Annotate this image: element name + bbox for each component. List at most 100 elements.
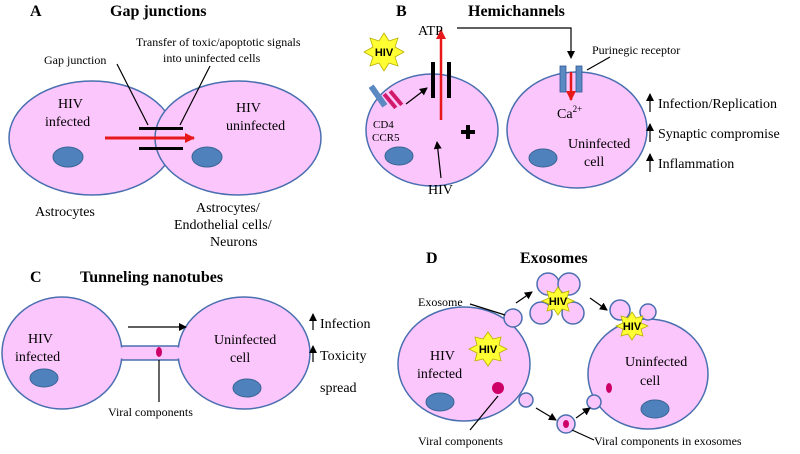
exosome-label: Exosome xyxy=(418,295,463,309)
panel-b-title: Hemichannels xyxy=(468,3,565,20)
exosome-release-arrow xyxy=(535,407,557,421)
panel-d-title: Exosomes xyxy=(520,250,588,267)
uninfected-cell-label-line2: cell xyxy=(584,155,604,170)
exosome-release-arrow xyxy=(515,291,533,304)
exosome xyxy=(609,299,631,321)
cell-types-label-line2: Endothelial cells/ xyxy=(174,218,272,233)
exosome xyxy=(557,272,581,296)
viral-components-pointer xyxy=(469,395,499,431)
effect-infection: Infection xyxy=(320,317,371,332)
exosome-uptake-arrow xyxy=(575,407,591,419)
hiv-pointer-arrow xyxy=(433,141,442,179)
cd4-label: CD4 xyxy=(373,119,394,131)
hemichannel-icon xyxy=(447,62,451,98)
panel-c-letter: C xyxy=(30,269,42,286)
infected-label-line2: infected xyxy=(15,350,60,365)
panel-a-title: Gap junctions xyxy=(110,3,206,20)
purinergic-receptor-icon xyxy=(575,65,583,93)
panel-c-title: Tunneling nanotubes xyxy=(80,269,223,286)
gap-junction-label: Gap junction xyxy=(44,53,106,67)
ccr5-receptor xyxy=(368,84,388,108)
hiv-virion-icon: HIV xyxy=(468,331,508,367)
hiv-virion-icon: HIV xyxy=(614,311,650,341)
effect-infection-replication: Infection/Replication xyxy=(658,97,777,112)
cell-types-label: Astrocytes/ xyxy=(196,201,260,216)
uninfected-label: Uninfected xyxy=(214,333,276,348)
calcium-label: Ca2+ xyxy=(557,104,582,122)
panel-a-letter: A xyxy=(30,3,42,20)
transfer-pointer xyxy=(179,65,211,126)
nucleus-icon xyxy=(640,399,670,419)
uninfected-label: HIV xyxy=(236,101,261,116)
nucleus-icon xyxy=(29,368,59,388)
purinergic-receptor-icon xyxy=(559,65,567,93)
effect-spread: spread xyxy=(320,381,357,396)
purinergic-label: Purinegic receptor xyxy=(592,43,680,57)
infected-label: HIV xyxy=(430,349,455,364)
nucleus-icon xyxy=(52,146,84,168)
plus-icon-vertical xyxy=(466,125,470,139)
binding-arrow xyxy=(405,87,428,105)
nanotube-lumen xyxy=(121,347,191,359)
infected-label-line2: infected xyxy=(45,115,90,130)
astrocytes-label: Astrocytes xyxy=(35,205,95,220)
ccr5-label: CCR5 xyxy=(372,132,400,144)
uninfected-label: Uninfected xyxy=(625,355,687,370)
viral-component-particle xyxy=(606,383,612,393)
uninfected-cell-label: Uninfected xyxy=(568,137,630,152)
exosome xyxy=(529,301,553,325)
exosome-uptake-arrow xyxy=(589,297,608,311)
nucleus-icon xyxy=(232,378,262,398)
nucleus-icon xyxy=(425,392,455,412)
hiv-badge-text: HIV xyxy=(549,296,568,308)
infected-label: HIV xyxy=(58,97,83,112)
cd4-receptor xyxy=(388,89,404,107)
panel-d-letter: D xyxy=(426,250,438,267)
atp-to-receptor-arrow xyxy=(457,27,575,59)
transfer-label-line2: into uninfected cells xyxy=(163,51,261,65)
gap-junction-channel xyxy=(139,127,183,130)
cell-types-label-line3: Neurons xyxy=(210,235,257,250)
effect-toxicity: Toxicity xyxy=(320,349,366,364)
uninfected-label-line2: cell xyxy=(230,351,250,366)
hemichannel-icon xyxy=(431,62,435,98)
uninfected-label-line2: cell xyxy=(640,374,660,389)
panel-b-letter: B xyxy=(396,3,407,20)
nucleus-icon xyxy=(528,148,558,168)
viral-component-particle xyxy=(156,347,162,357)
nucleus-icon xyxy=(384,146,414,166)
viral-in-exosomes-pointer xyxy=(571,429,595,441)
budding-exosome xyxy=(518,392,534,408)
hiv-badge-text: HIV xyxy=(623,321,642,333)
budding-exosome xyxy=(586,394,602,410)
hiv-label: HIV xyxy=(428,183,453,198)
transfer-label: Transfer of toxic/apoptotic signals xyxy=(136,35,301,49)
gap-junction-channel xyxy=(139,147,183,150)
panel-b: B Hemichannels HIV CD4 CCR5 ATP HIV xyxy=(363,3,780,198)
nucleus-icon xyxy=(191,146,223,168)
panel-a: A Gap junctions HIV infected HIV uninfec… xyxy=(8,3,322,250)
exosome-pointer xyxy=(469,303,506,316)
panel-d: D Exosomes HIV HIV infected Exosome HIV xyxy=(397,250,742,448)
hiv-virion-icon: HIV xyxy=(363,32,405,72)
panel-c: C Tunneling nanotubes HIV infected Uninf… xyxy=(1,269,371,419)
viral-in-exosomes-label: Viral components in exosomes xyxy=(594,434,742,448)
atp-label: ATP xyxy=(418,24,443,39)
uninfected-label-line2: uninfected xyxy=(226,119,285,134)
viral-component-particle xyxy=(492,382,504,394)
viral-components-label: Viral components xyxy=(418,434,503,448)
viral-component-particle xyxy=(563,420,569,428)
infected-label: HIV xyxy=(28,332,53,347)
cd4-receptor xyxy=(382,92,398,110)
budding-exosome xyxy=(503,308,523,328)
infected-label-line2: infected xyxy=(417,367,462,382)
hiv-badge-text: HIV xyxy=(479,344,498,356)
hiv-virion-icon: HIV xyxy=(540,286,576,316)
effect-inflammation: Inflammation xyxy=(658,157,734,172)
purinergic-pointer xyxy=(586,56,611,71)
exosome xyxy=(639,303,657,321)
effect-synaptic-compromise: Synaptic compromise xyxy=(658,127,780,142)
viral-components-label: Viral components xyxy=(108,405,193,419)
gap-junction-pointer xyxy=(116,63,149,126)
